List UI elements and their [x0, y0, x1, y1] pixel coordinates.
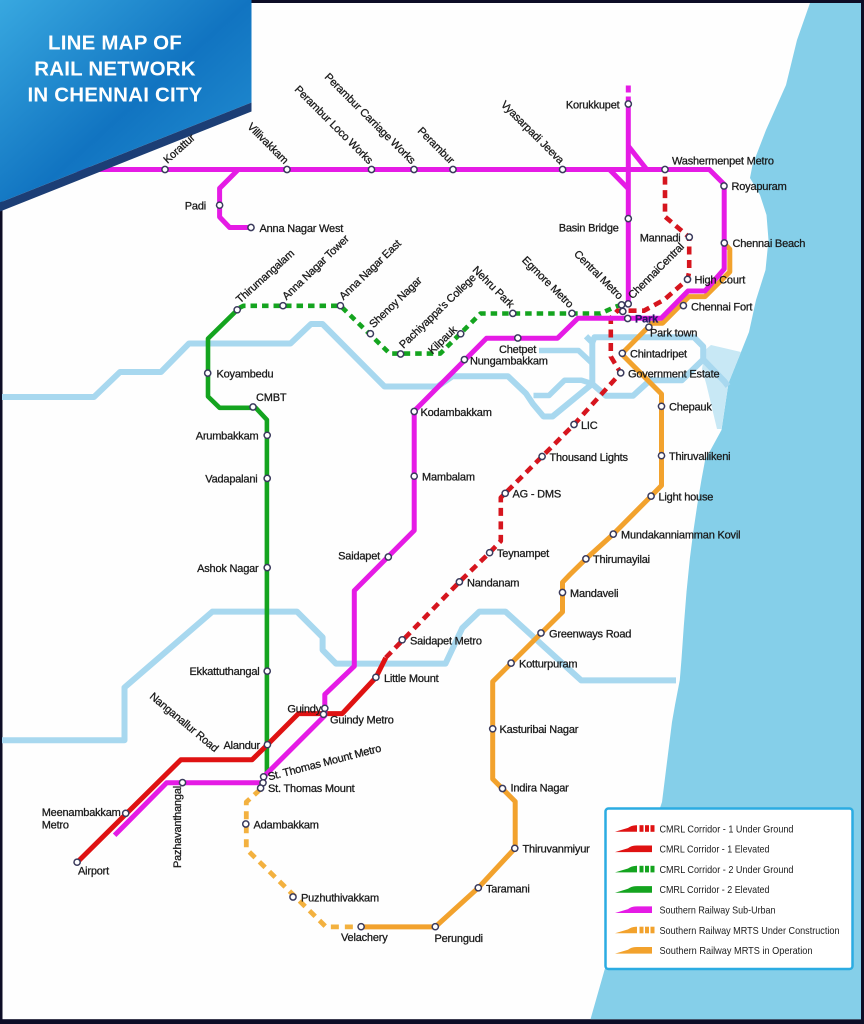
svg-text:Thiruvallikeni: Thiruvallikeni — [669, 451, 730, 463]
svg-text:Kodambakkam: Kodambakkam — [421, 407, 492, 419]
svg-text:Adambakkam: Adambakkam — [254, 819, 319, 831]
svg-text:Koyambedu: Koyambedu — [217, 368, 274, 380]
svg-text:Saidapet Metro: Saidapet Metro — [410, 635, 482, 647]
svg-text:Thousand Lights: Thousand Lights — [550, 452, 629, 464]
svg-text:High Court: High Court — [695, 275, 746, 287]
svg-text:Korukkupet: Korukkupet — [566, 100, 620, 112]
svg-text:LIC: LIC — [581, 420, 598, 432]
svg-text:CMRL Corridor - 2 Elevated: CMRL Corridor - 2 Elevated — [660, 884, 770, 896]
svg-text:Nungambakkam: Nungambakkam — [470, 356, 548, 368]
svg-text:Southern Railway MRTS in Opera: Southern Railway MRTS in Operation — [660, 945, 813, 957]
svg-text:Light house: Light house — [659, 492, 714, 504]
svg-text:Government Estate: Government Estate — [628, 368, 719, 380]
svg-text:CMRL Corridor - 1 Under Ground: CMRL Corridor - 1 Under Ground — [660, 823, 794, 835]
svg-text:Saidapet: Saidapet — [338, 551, 380, 563]
svg-text:Kasturibai Nagar: Kasturibai Nagar — [500, 724, 579, 736]
svg-text:Indira Nagar: Indira Nagar — [511, 782, 570, 794]
svg-text:CMRL Corridor - 1 Elevated: CMRL Corridor - 1 Elevated — [660, 844, 770, 856]
svg-text:Guindy: Guindy — [287, 703, 321, 715]
svg-text:Southern Railway MRTS Under Co: Southern Railway MRTS Under Construction — [660, 925, 840, 937]
svg-text:Velachery: Velachery — [341, 932, 388, 944]
svg-text:Park: Park — [635, 314, 659, 326]
svg-text:CMBT: CMBT — [256, 392, 287, 404]
svg-text:RAIL NETWORK: RAIL NETWORK — [34, 58, 195, 81]
svg-text:Mundakanniamman Kovil: Mundakanniamman Kovil — [621, 529, 740, 541]
svg-text:Teynampet: Teynampet — [497, 548, 549, 560]
svg-text:Washermenpet Metro: Washermenpet Metro — [672, 156, 774, 168]
svg-text:Kotturpuram: Kotturpuram — [519, 658, 577, 670]
svg-text:Perungudi: Perungudi — [435, 933, 483, 945]
svg-text:Chennai Beach: Chennai Beach — [733, 238, 806, 250]
svg-text:CMRL Corridor - 2 Under Ground: CMRL Corridor - 2 Under Ground — [660, 864, 794, 876]
svg-text:Meenambakkam: Meenambakkam — [42, 807, 121, 819]
svg-text:Royapuram: Royapuram — [732, 181, 787, 193]
svg-text:Thiruvanmiyur: Thiruvanmiyur — [523, 844, 591, 856]
svg-text:Thirumayilai: Thirumayilai — [593, 554, 650, 566]
svg-text:IN CHENNAI CITY: IN CHENNAI CITY — [28, 84, 203, 107]
svg-text:Ashok Nagar: Ashok Nagar — [197, 563, 259, 575]
svg-text:Pazhavanthangal: Pazhavanthangal — [172, 786, 184, 868]
svg-text:Mannadi: Mannadi — [640, 232, 681, 244]
svg-text:Little Mount: Little Mount — [384, 673, 439, 685]
svg-text:Greenways Road: Greenways Road — [549, 628, 631, 640]
svg-text:Mambalam: Mambalam — [422, 472, 475, 484]
svg-text:Anna Nagar West: Anna Nagar West — [260, 223, 344, 235]
svg-text:Padi: Padi — [185, 201, 206, 213]
svg-text:Nandanam: Nandanam — [467, 577, 519, 589]
svg-text:LINE MAP OF: LINE MAP OF — [48, 32, 182, 55]
svg-text:Southern Railway Sub-Urban: Southern Railway Sub-Urban — [660, 905, 776, 917]
svg-text:Taramani: Taramani — [486, 883, 530, 895]
svg-text:Chetpet: Chetpet — [499, 344, 536, 356]
svg-text:Vadapalani: Vadapalani — [205, 474, 257, 486]
svg-text:Park town: Park town — [650, 328, 697, 340]
svg-text:Chennai Fort: Chennai Fort — [691, 301, 752, 313]
svg-text:Alandur: Alandur — [223, 740, 260, 752]
svg-text:Metro: Metro — [42, 819, 69, 831]
svg-text:AG - DMS: AG - DMS — [513, 489, 562, 501]
svg-text:Chintadripet: Chintadripet — [630, 349, 687, 361]
svg-text:Mandaveli: Mandaveli — [570, 588, 618, 600]
svg-text:Arumbakkam: Arumbakkam — [196, 431, 259, 443]
svg-text:Ekkattuthangal: Ekkattuthangal — [190, 666, 260, 678]
svg-text:Airport: Airport — [78, 866, 109, 878]
svg-text:Guindy Metro: Guindy Metro — [330, 715, 394, 727]
svg-text:Basin Bridge: Basin Bridge — [559, 223, 619, 235]
svg-text:Chepauk: Chepauk — [669, 402, 712, 414]
svg-text:St. Thomas Mount: St. Thomas Mount — [268, 783, 355, 795]
svg-text:Puzhuthivakkam: Puzhuthivakkam — [301, 893, 379, 905]
